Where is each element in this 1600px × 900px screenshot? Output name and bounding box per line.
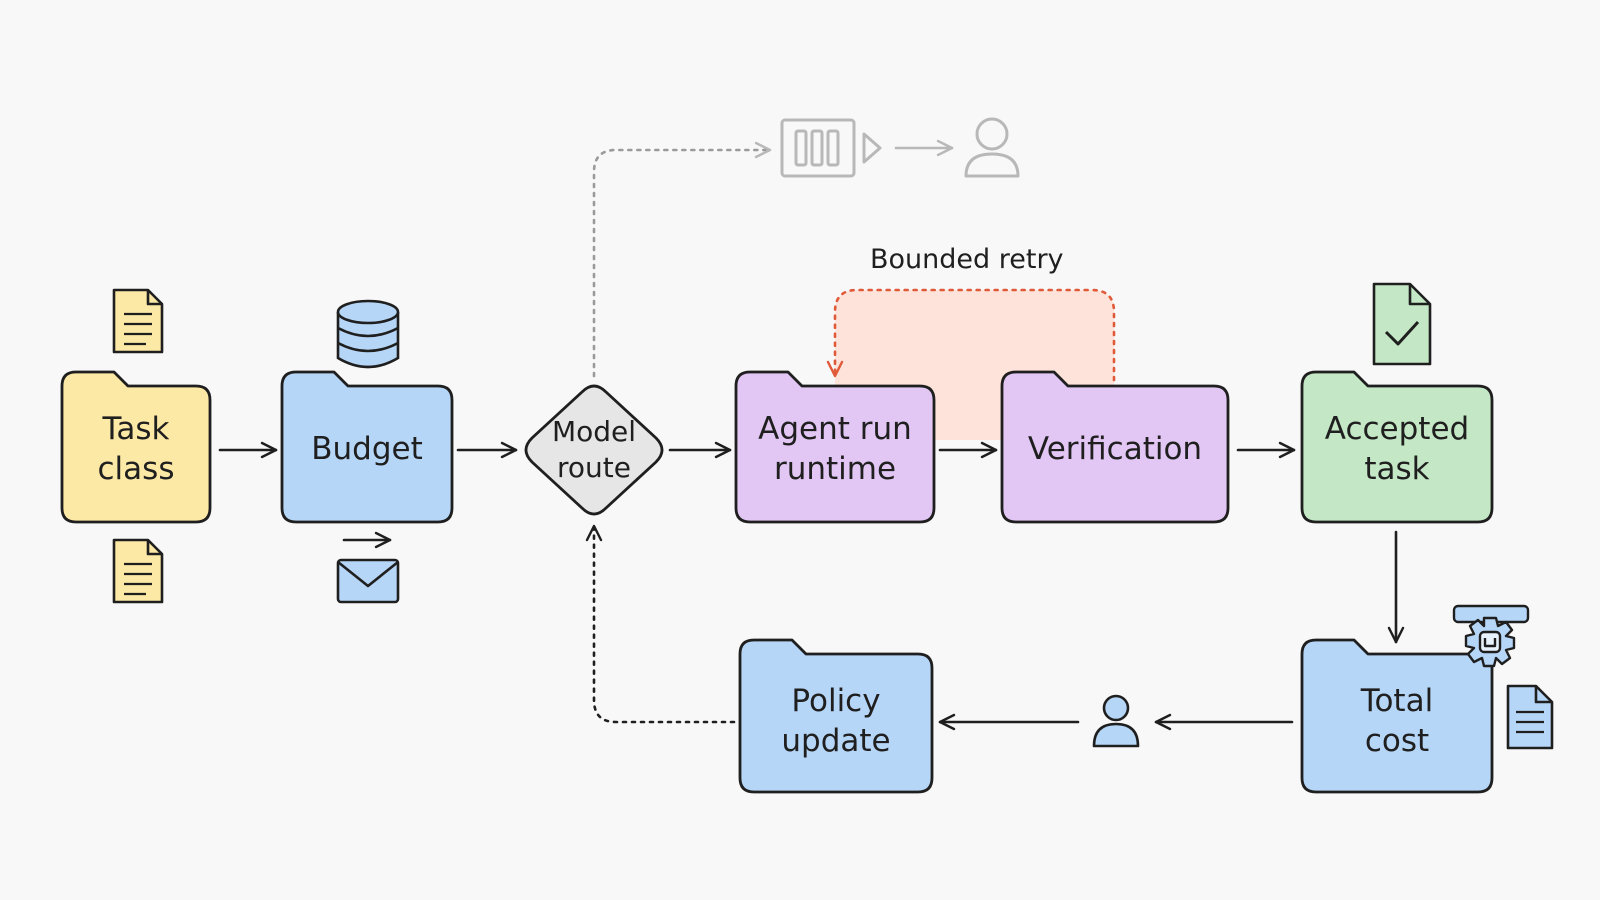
accepted-folder — [1300, 370, 1494, 524]
document-icon — [112, 288, 164, 354]
faded-user-icon — [964, 117, 1020, 178]
database-icon — [336, 299, 400, 369]
model-route-diamond — [524, 384, 664, 516]
budget-folder — [280, 370, 454, 524]
document-icon — [112, 538, 164, 604]
feedback-dotted-arrow — [585, 524, 736, 724]
queue-icon — [780, 118, 882, 178]
verification-folder — [1000, 370, 1230, 524]
gear-icon — [1452, 604, 1530, 668]
document-check-icon — [1372, 282, 1432, 366]
total-cost-folder — [1300, 638, 1494, 794]
retry-annotation: Bounded retry — [870, 244, 1064, 275]
document-icon — [1506, 684, 1554, 750]
agent-run-folder — [734, 370, 936, 524]
nodes-layer — [60, 370, 1494, 794]
policy-folder — [738, 638, 934, 794]
mail-icon — [336, 558, 400, 604]
retry-annotation-text: Bounded retry — [870, 244, 1064, 275]
task-class-folder — [60, 370, 212, 524]
user-icon — [1092, 694, 1140, 748]
escalation-dotted-arrow — [592, 141, 772, 378]
